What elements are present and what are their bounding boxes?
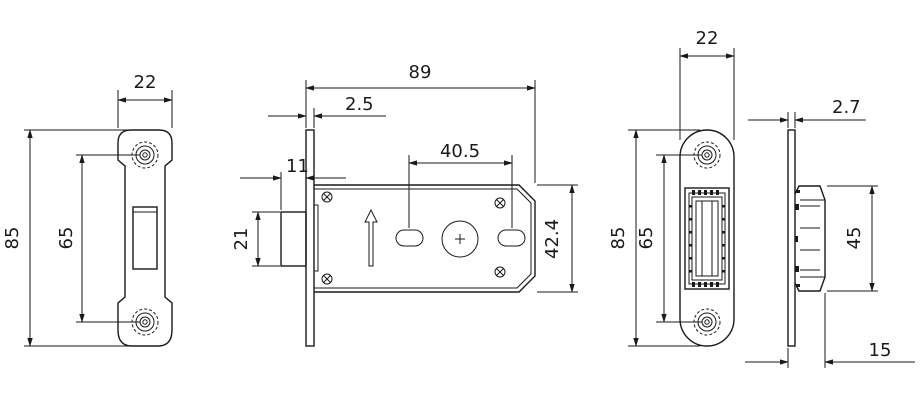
case-rivet-bottom-right bbox=[494, 266, 506, 278]
side-latch-projection bbox=[794, 185, 826, 292]
lock-case-outline bbox=[314, 184, 536, 293]
body-height-label: 42.4 bbox=[542, 219, 563, 259]
latch-tongue bbox=[280, 211, 307, 267]
strike-hole-spacing-label: 65 bbox=[56, 227, 77, 250]
lock-front-width-label: 22 bbox=[696, 28, 719, 49]
case-rivet-top-right bbox=[494, 197, 506, 209]
side-plate bbox=[787, 129, 796, 347]
lock-front-view: 22 85 65 bbox=[608, 28, 735, 347]
right-mounting-slot bbox=[497, 229, 526, 247]
body-depth-label: 89 bbox=[409, 62, 432, 83]
direction-arrow-icon bbox=[364, 208, 378, 267]
strike-plate-outline bbox=[117, 129, 173, 347]
side-latch-height-label: 45 bbox=[844, 227, 865, 250]
strike-top-screw-hole bbox=[131, 141, 159, 169]
faceplate-thickness-label: 2.5 bbox=[345, 94, 374, 115]
left-mounting-slot bbox=[395, 229, 424, 247]
lock-body-side-view: 89 2.5 11 40.5 21 42.4 bbox=[231, 62, 578, 347]
latch-guide bbox=[313, 204, 319, 272]
case-rivet-top-left bbox=[321, 191, 333, 203]
slot-spacing-label: 40.5 bbox=[440, 141, 480, 162]
side-latch-projection-label: 15 bbox=[869, 340, 892, 361]
lock-front-hole-spacing-label: 65 bbox=[636, 227, 657, 250]
strike-latch-opening bbox=[132, 206, 158, 270]
lock-side-view: 2.7 45 15 bbox=[745, 97, 915, 368]
lock-faceplate-front-outline bbox=[679, 129, 735, 347]
faceplate-latch-window bbox=[684, 187, 730, 290]
case-rivet-bottom-left bbox=[321, 273, 333, 285]
spindle-hole bbox=[441, 220, 479, 258]
lock-front-height-label: 85 bbox=[608, 227, 629, 250]
strike-width-label: 22 bbox=[134, 72, 157, 93]
latch-height-label: 21 bbox=[231, 228, 252, 251]
strike-plate-front-view: 22 85 65 bbox=[2, 72, 173, 347]
side-plate-thickness-label: 2.7 bbox=[832, 97, 861, 118]
latch-offset-label: 11 bbox=[286, 156, 309, 177]
strike-height-label: 85 bbox=[2, 227, 23, 250]
